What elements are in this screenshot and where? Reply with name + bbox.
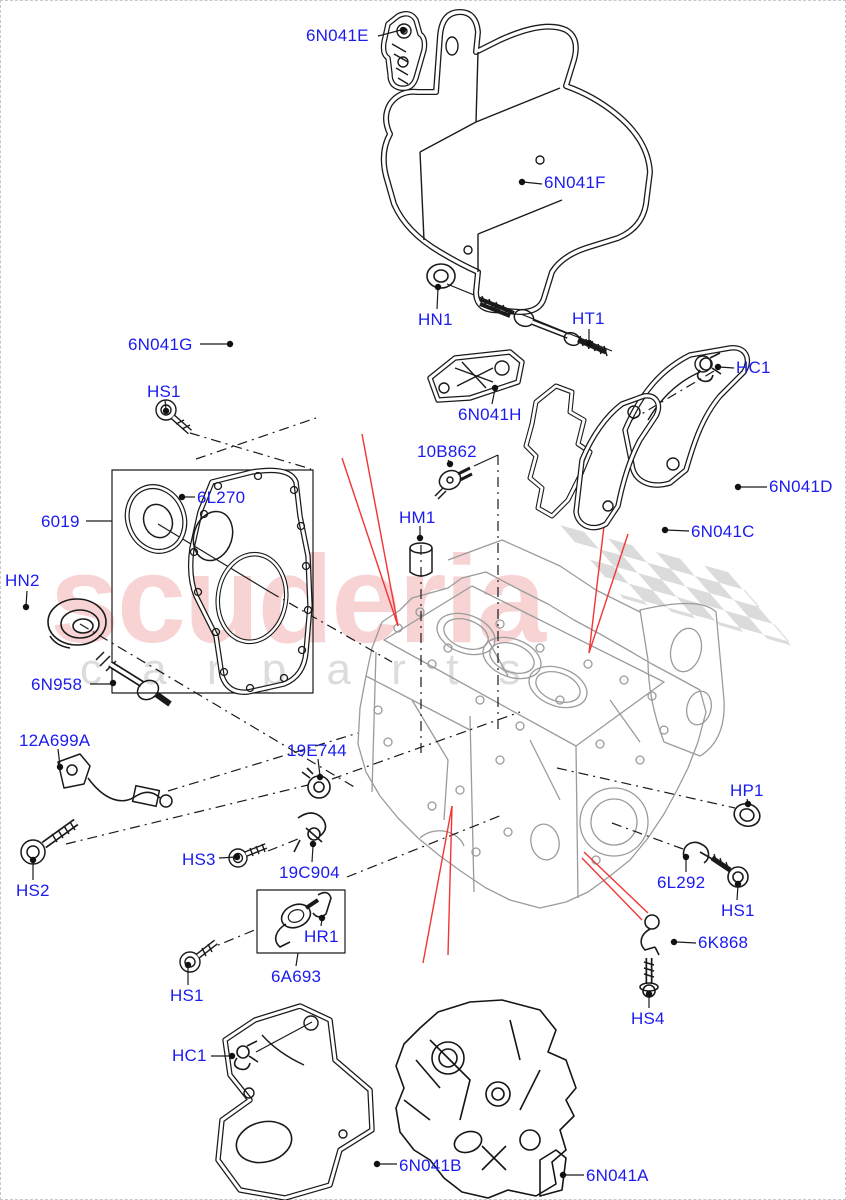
part-label-6a693[interactable]: 6A693 xyxy=(271,967,322,986)
part-label-19e744[interactable]: 19E744 xyxy=(287,741,347,760)
part-label-6l270[interactable]: 6L270 xyxy=(197,488,246,507)
part-label-hs4[interactable]: HS4 xyxy=(631,1009,665,1028)
part-label-hp1[interactable]: HP1 xyxy=(730,781,764,800)
part-label-hs3[interactable]: HS3 xyxy=(182,850,216,869)
part-19e744-art xyxy=(301,767,331,799)
part-6019-group-art xyxy=(111,467,314,695)
part-6n041f-art xyxy=(380,9,653,315)
part-label-6n041g[interactable]: 6N041G xyxy=(128,335,193,354)
part-label-6019[interactable]: 6019 xyxy=(41,512,80,531)
part-label-6n041c[interactable]: 6N041C xyxy=(691,522,755,541)
part-label-hr1[interactable]: HR1 xyxy=(304,927,339,946)
part-label-6n041d[interactable]: 6N041D xyxy=(769,477,833,496)
group-box-6019 xyxy=(111,469,314,694)
part-label-hs1-mid[interactable]: HS1 xyxy=(170,986,204,1005)
part-label-ht1[interactable]: HT1 xyxy=(572,309,605,328)
part-label-6n041a[interactable]: 6N041A xyxy=(586,1166,649,1185)
part-6n958-art xyxy=(95,651,172,707)
part-6n041b-art xyxy=(215,1003,375,1200)
part-label-6n041f[interactable]: 6N041F xyxy=(544,173,606,192)
part-label-10b862[interactable]: 10B862 xyxy=(417,442,477,461)
part-6a693-group-art xyxy=(256,889,346,954)
part-label-hm1[interactable]: HM1 xyxy=(399,508,436,527)
part-6n041e-art xyxy=(380,11,428,92)
part-6n041h-art xyxy=(427,349,525,403)
part-hc1-top-art xyxy=(696,352,722,383)
part-label-6n041b[interactable]: 6N041B xyxy=(399,1156,462,1175)
part-19c904-art xyxy=(293,812,327,853)
part-label-hc1-bottom[interactable]: HC1 xyxy=(172,1046,207,1065)
part-hn2-art xyxy=(47,598,107,649)
part-label-hs1-top[interactable]: HS1 xyxy=(147,382,181,401)
assembly-axis-lines xyxy=(65,370,736,952)
part-hs1-mid-art xyxy=(179,939,218,973)
part-label-hc1-top[interactable]: HC1 xyxy=(736,358,771,377)
part-label-6k868[interactable]: 6K868 xyxy=(698,933,749,952)
part-label-19c904[interactable]: 19C904 xyxy=(279,863,340,882)
part-12a699a-art xyxy=(57,753,173,808)
part-hs2-art xyxy=(20,818,79,865)
part-label-hn1[interactable]: HN1 xyxy=(418,310,453,329)
part-6n041c-art xyxy=(523,383,662,531)
part-label-hs2[interactable]: HS2 xyxy=(16,881,50,900)
part-hs1-top-art xyxy=(155,399,192,435)
label-anchor-dots xyxy=(22,26,752,1179)
part-6l292-art xyxy=(682,841,749,888)
part-hc1-bottom-art xyxy=(233,1040,259,1071)
checkered-flag-watermark xyxy=(560,525,794,647)
part-label-6l292[interactable]: 6L292 xyxy=(657,873,706,892)
part-label-6n041e[interactable]: 6N041E xyxy=(306,26,369,45)
part-10b862-art xyxy=(434,466,473,500)
red-pointer-lines xyxy=(341,433,649,964)
group-box-6a693 xyxy=(256,889,346,954)
part-ht1-art xyxy=(479,295,608,357)
part-label-6n958[interactable]: 6N958 xyxy=(31,675,83,694)
part-6k868-art xyxy=(639,914,660,998)
part-label-12a699a[interactable]: 12A699A xyxy=(19,731,91,750)
part-hm1-art xyxy=(409,542,433,577)
part-label-hn2[interactable]: HN2 xyxy=(5,571,40,590)
part-label-hs1-right[interactable]: HS1 xyxy=(721,901,755,920)
part-label-6n041h[interactable]: 6N041H xyxy=(458,405,522,424)
part-6n041d-art xyxy=(622,345,751,488)
